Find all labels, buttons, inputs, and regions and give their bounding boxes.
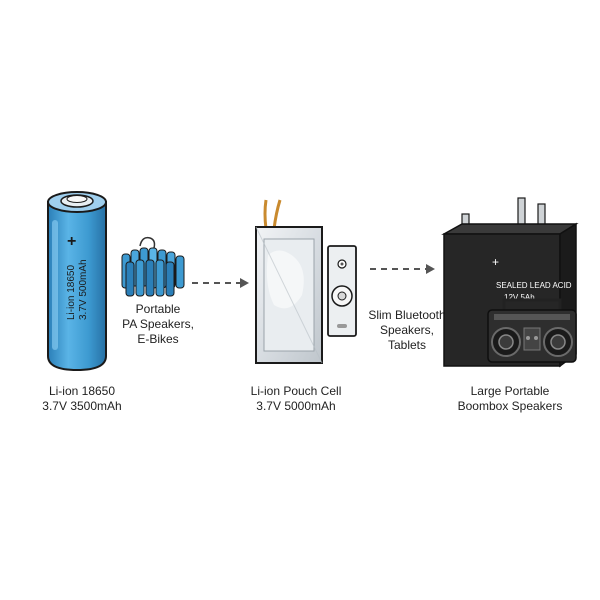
cell1-app-line3: E-Bikes: [137, 332, 179, 346]
cell3-caption: Large Portable Boombox Speakers: [446, 384, 574, 414]
cell2-app-line1: Slim Bluetooth: [368, 308, 446, 322]
arrow-right-icon-2: [370, 264, 435, 274]
cell1-app-line1: Portable: [135, 302, 181, 316]
cell2-applications: Slim Bluetooth Speakers, Tablets: [360, 308, 454, 353]
plus-sign: +: [67, 233, 76, 250]
battery-label-line2: 12V 5Ah: [504, 293, 535, 302]
cell1-caption-line1: Li-ion 18650: [48, 384, 116, 398]
cell1-app-line2: PA Speakers,: [122, 317, 194, 331]
battery-pack-cluster: [121, 236, 185, 297]
arrow-right-icon: [192, 278, 249, 288]
cell2-app-line3: Tablets: [387, 338, 427, 352]
boombox-icon: [487, 298, 577, 363]
cell3-caption-line2: Boombox Speakers: [457, 399, 563, 413]
cell1-caption: Li-ion 18650 3.7V 3500mAh: [22, 384, 142, 414]
cell3-caption-line1: Large Portable: [470, 384, 550, 398]
cell1-applications: Portable PA Speakers, E-Bikes: [118, 302, 198, 347]
cell2-caption-line2: 3.7V 5000mAh: [256, 399, 336, 413]
cell1-caption-line2: 3.7V 3500mAh: [42, 399, 122, 413]
battery-label-line1: SEALED LEAD ACID: [496, 281, 572, 290]
li-ion-18650-cell: + Li-ion 18650 3.7V 500mAh: [47, 191, 107, 372]
li-ion-pouch-cell: [255, 199, 323, 364]
battery-plus-sign: +: [492, 255, 499, 269]
cell2-caption: Li-ion Pouch Cell 3.7V 5000mAh: [236, 384, 356, 414]
cell2-caption-line1: Li-ion Pouch Cell: [250, 384, 342, 398]
small-speaker-device: [327, 245, 357, 337]
cell-label-line2: 3.7V 500mAh: [78, 259, 89, 320]
cell-label-line1: Li-ion 18650: [66, 265, 77, 320]
cell2-app-line2: Speakers,: [379, 323, 435, 337]
